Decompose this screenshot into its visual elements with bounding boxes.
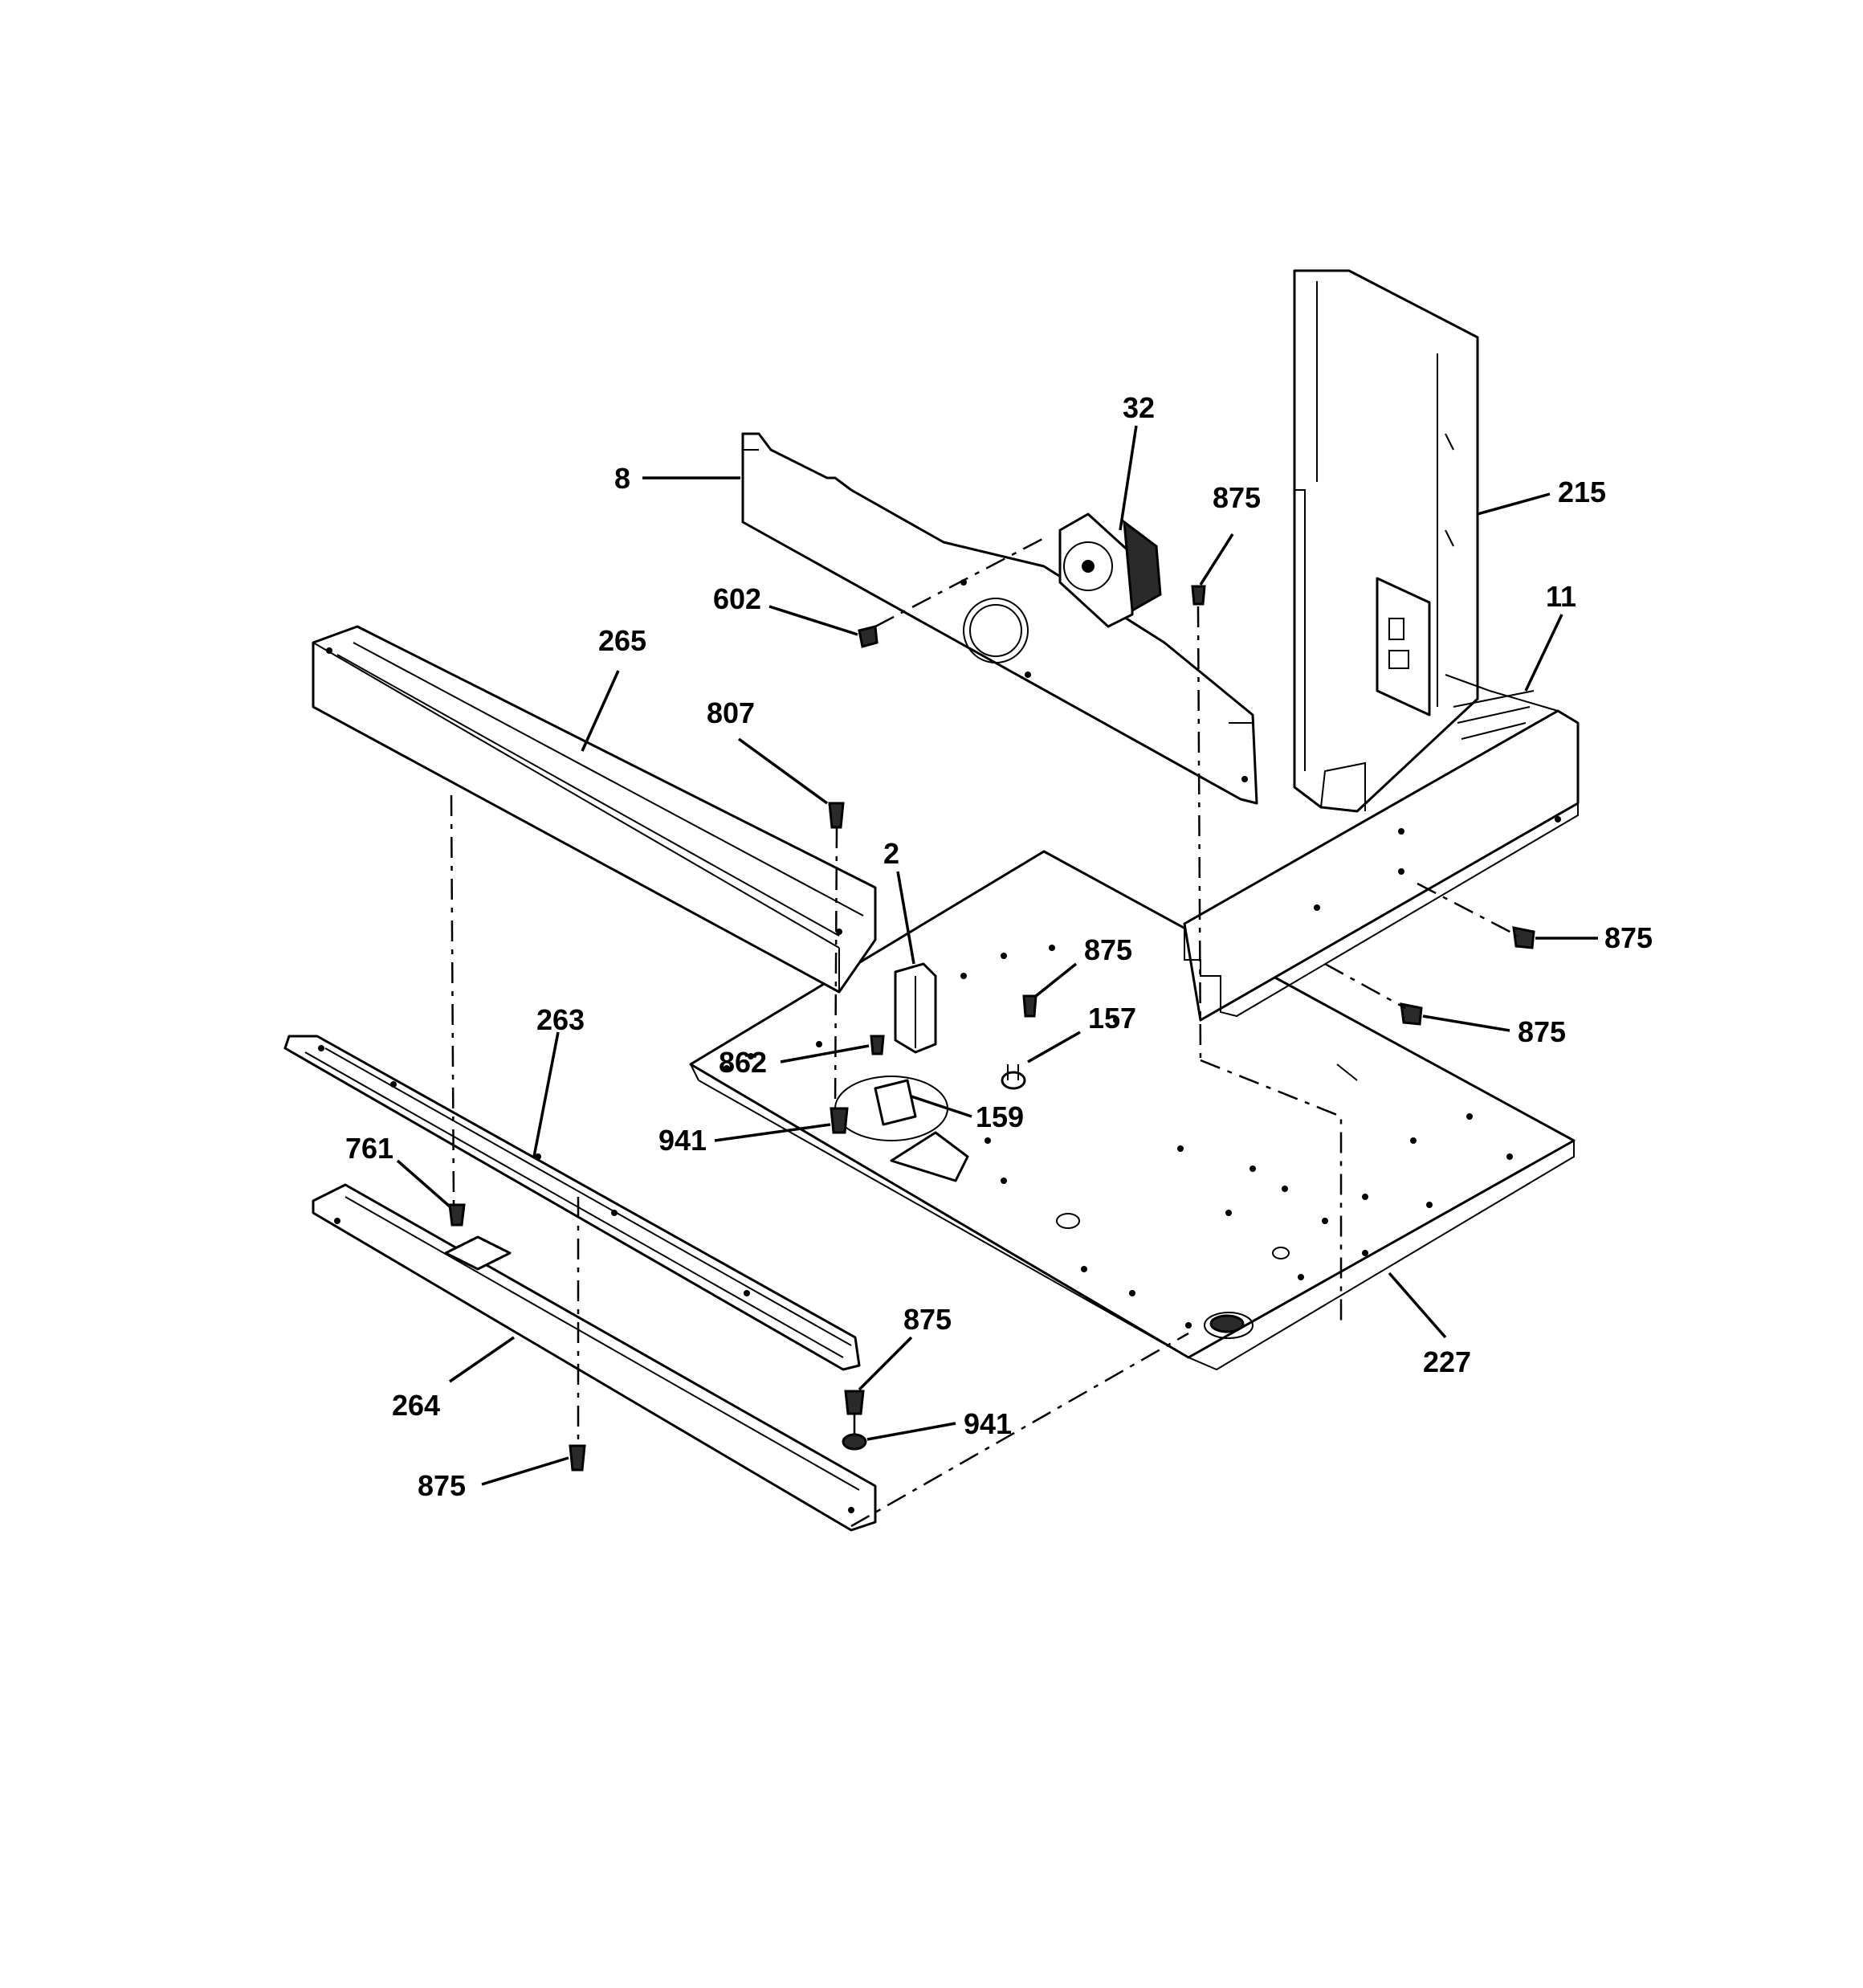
callout-2: 2: [883, 837, 899, 870]
callout-263: 263: [536, 1003, 585, 1036]
fan-32: [1058, 512, 1162, 628]
leader-lines: [396, 425, 1598, 1486]
callout-215: 215: [1558, 476, 1606, 508]
screw-761: [448, 1203, 466, 1227]
callout-875-right-b: 875: [1518, 1015, 1566, 1048]
callout-875-mid: 875: [1084, 933, 1132, 966]
callout-941-lower: 941: [964, 1407, 1012, 1440]
callout-labels: 8 32 875 215 11 602 265 807 2 875 157 87…: [345, 391, 1653, 1502]
callout-875-right-a: 875: [1604, 921, 1653, 954]
screw-875-right-a: [1512, 926, 1535, 949]
callout-941-left: 941: [658, 1124, 707, 1157]
callout-32: 32: [1123, 391, 1155, 424]
callout-875-bottom: 875: [418, 1469, 466, 1502]
callout-875-top: 875: [1213, 481, 1261, 514]
channel-11: [1183, 674, 1580, 1022]
cover-piece: [890, 1131, 969, 1182]
screw-875-right-b: [1400, 1002, 1423, 1026]
screw-875-bottom: [569, 1444, 586, 1472]
callout-761: 761: [345, 1132, 393, 1165]
callout-875-lower: 875: [903, 1303, 952, 1336]
callout-159: 159: [976, 1100, 1024, 1133]
screw-875-mid: [1022, 994, 1037, 1018]
screw-862: [870, 1035, 885, 1055]
front-rail-265: [312, 625, 877, 994]
sensor-157: [1001, 1064, 1026, 1090]
panel-8: [741, 432, 1258, 805]
callout-227: 227: [1423, 1345, 1471, 1378]
vertical-duct-215: [1293, 269, 1479, 813]
front-trim-263: [283, 1035, 861, 1371]
callout-11: 11: [1546, 580, 1576, 613]
screw-807: [828, 802, 845, 829]
screw-941-left: [830, 1107, 849, 1134]
callout-807: 807: [707, 696, 755, 729]
assembly-lines: [450, 537, 1519, 1528]
screw-875-top: [1191, 585, 1206, 606]
screw-602: [858, 625, 879, 648]
callout-8: 8: [614, 462, 630, 495]
callout-157: 157: [1088, 1002, 1136, 1035]
washer-941-lower: [842, 1433, 867, 1451]
callout-862: 862: [719, 1046, 767, 1079]
bottom-support-264: [312, 1183, 877, 1532]
bracket-2: [894, 962, 937, 1054]
base-plate-holes: [724, 945, 1513, 1329]
thermostat-159: [834, 1076, 948, 1141]
callout-265: 265: [598, 624, 646, 657]
callout-264: 264: [392, 1389, 440, 1422]
screw-875-lower: [844, 1390, 865, 1415]
callout-602: 602: [713, 582, 761, 615]
